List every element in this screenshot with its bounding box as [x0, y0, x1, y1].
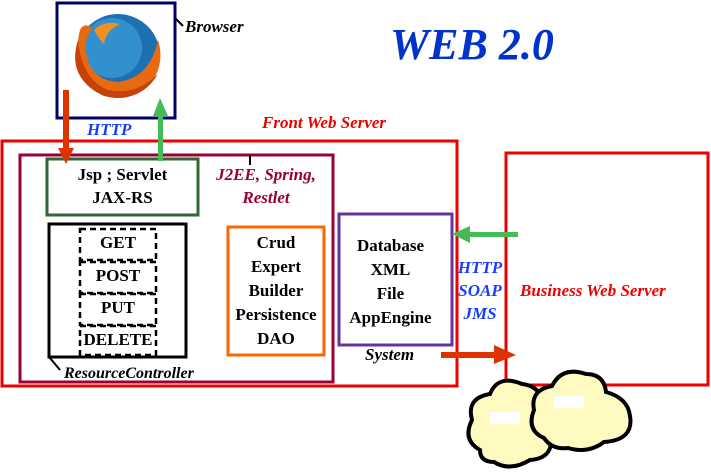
persistence-line: Expert [250, 257, 302, 276]
persistence-box [226, 225, 326, 357]
cloud-icon [529, 369, 633, 452]
front-web-server-label: Front Web Server [262, 113, 387, 132]
browser-label: Browser [185, 17, 244, 36]
request-arrow [58, 90, 74, 164]
framework-label-line: J2EE, Spring, [216, 165, 316, 184]
business-web-server-box [504, 151, 710, 387]
resource-controller-label: ResourceController [64, 365, 194, 382]
method-list: GET POST PUT DELETE [80, 231, 156, 357]
resource-controller-box [47, 222, 188, 359]
method-box-delete [78, 324, 158, 357]
protocol-jms: JMS [463, 304, 497, 323]
business-to-system-arrow [452, 226, 518, 243]
system-line: XML [370, 260, 411, 279]
persistence-line: Crud [256, 233, 296, 252]
browser-frame [55, 1, 177, 120]
protocol-http: HTTP [457, 258, 503, 277]
page-title: WEB 2.0 [390, 20, 554, 69]
framework-label: J2EE, Spring, Restlet [202, 163, 330, 209]
system-line: File [376, 284, 405, 303]
protocol-soap: SOAP [458, 281, 502, 300]
response-arrow [153, 98, 168, 161]
firefox-logo-icon [75, 14, 161, 98]
browser-callout-line [174, 17, 184, 27]
persistence-line: Builder [248, 281, 304, 300]
servlet-box-text: Jsp ; Servlet JAX-RS [47, 163, 198, 209]
method-get: GET [100, 233, 136, 252]
system-box-text: Database XML File AppEngine [339, 234, 442, 330]
method-put: PUT [101, 298, 135, 317]
resource-controller-callout [49, 357, 61, 371]
method-delete: DELETE [83, 330, 153, 349]
system-box [337, 212, 454, 347]
framework-container [18, 153, 335, 384]
servlet-line: JAX-RS [92, 188, 153, 207]
servlet-line: Jsp ; Servlet [77, 165, 168, 184]
persistence-line: DAO [257, 329, 295, 348]
method-post: POST [95, 266, 141, 285]
persistence-line: Persistence [235, 305, 317, 324]
system-line: AppEngine [349, 308, 432, 327]
protocol-list: HTTP SOAP JMS [452, 256, 508, 325]
system-label: System [365, 345, 415, 364]
method-box-put [78, 292, 158, 327]
system-line: Database [356, 236, 425, 255]
framework-label-line: Restlet [242, 188, 290, 207]
persistence-box-text: Crud Expert Builder Persistence DAO [228, 231, 324, 351]
business-web-server-label: Business Web Server [520, 281, 666, 300]
http-label-top: HTTP [87, 120, 132, 139]
front-web-server-box [0, 139, 459, 388]
system-to-business-arrow [441, 345, 516, 364]
method-box-post [78, 260, 158, 295]
servlet-box [45, 157, 200, 217]
method-box-get [78, 227, 158, 262]
